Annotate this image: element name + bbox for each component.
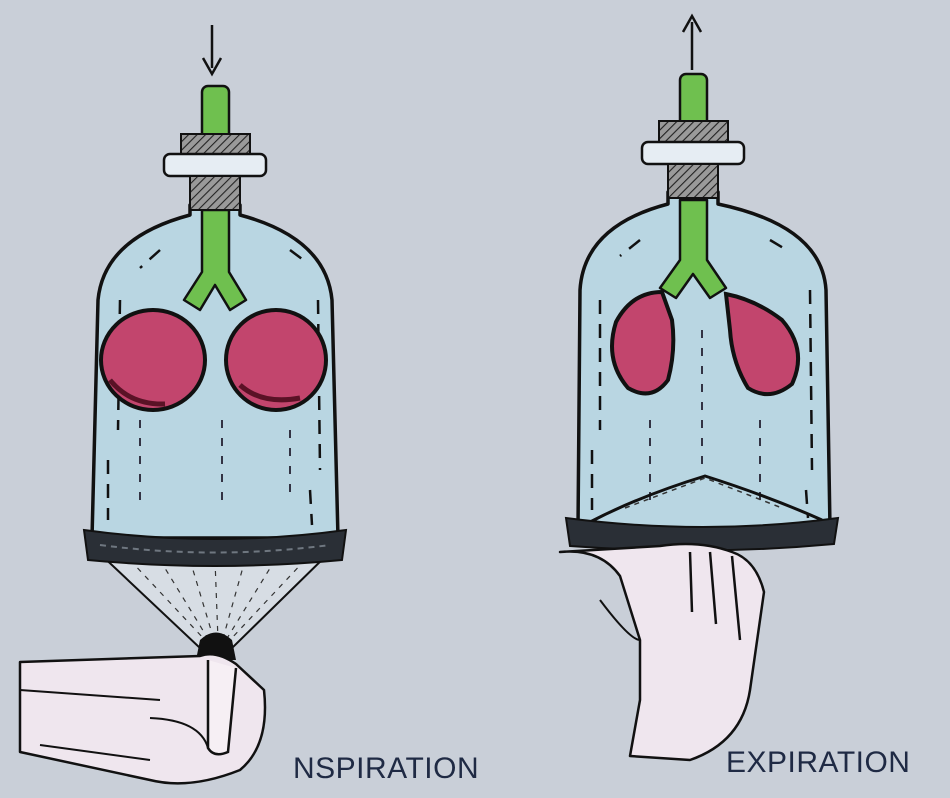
jar-cap <box>642 142 744 164</box>
right-lung <box>226 310 326 410</box>
hand-pushing-up <box>560 544 764 760</box>
inspiration-label: NSPIRATION <box>293 752 479 786</box>
rubber-stopper <box>659 121 728 143</box>
jar-cap <box>164 154 266 176</box>
hand-pulling-down <box>20 654 265 783</box>
rubber-stopper <box>181 134 250 156</box>
expiration-label: EXPIRATION <box>726 746 910 780</box>
inspiration-model <box>20 25 346 783</box>
arrow-up-icon <box>683 16 701 70</box>
jar-neck <box>668 164 718 198</box>
jar-neck <box>190 176 240 210</box>
expiration-model <box>560 16 838 760</box>
arrow-down-icon <box>203 25 221 74</box>
left-lung <box>101 310 205 410</box>
